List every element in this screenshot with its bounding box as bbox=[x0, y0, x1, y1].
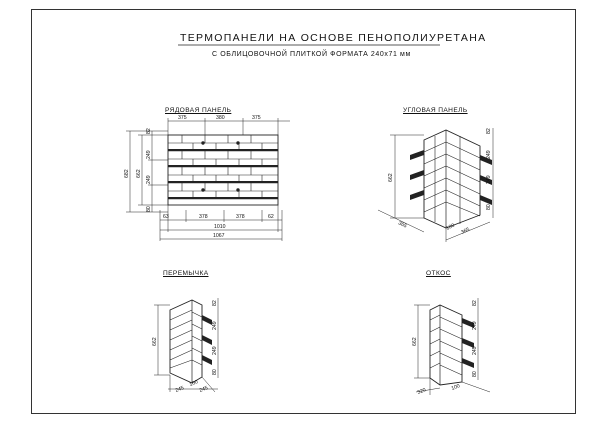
dim-bottom-c: 378 bbox=[236, 214, 245, 220]
dim-bottom-b: 378 bbox=[199, 214, 208, 220]
drawing-frame bbox=[31, 9, 576, 414]
dim-h-inner: 662 bbox=[136, 169, 142, 178]
dim-top-mid: 380 bbox=[216, 115, 225, 121]
row-panel-bricks bbox=[168, 135, 278, 200]
slope-dim-r1: 249 bbox=[472, 321, 478, 330]
dim-edge-bottom: 80 bbox=[146, 206, 152, 212]
corner-dim-r1: 249 bbox=[486, 150, 492, 159]
slope-dim-r4: 80 bbox=[472, 371, 478, 377]
slope-view bbox=[414, 298, 491, 395]
lintel-dim-r2: 249 bbox=[212, 346, 218, 355]
corner-dim-inner: 100 bbox=[445, 223, 455, 232]
corner-dim-r2: 249 bbox=[486, 175, 492, 184]
row-panel-view bbox=[126, 118, 290, 241]
dim-bottom-d: 62 bbox=[268, 214, 274, 220]
slope-dim-r2: 249 bbox=[472, 346, 478, 355]
dim-bottom-a: 63 bbox=[163, 214, 169, 220]
dim-width-total: 1067 bbox=[213, 233, 225, 239]
label-corner-panel: УГЛОВАЯ ПАНЕЛЬ bbox=[403, 107, 468, 114]
dim-h-row2: 249 bbox=[146, 175, 152, 184]
corner-dim-r3: 80 bbox=[486, 204, 492, 210]
sheet-subtitle: С ОБЛИЦОВОЧНОЙ ПЛИТКОЙ ФОРМАТА 240х71 мм bbox=[212, 51, 411, 58]
lintel-dim-height: 662 bbox=[152, 337, 158, 346]
slope-dim-r3: 82 bbox=[472, 300, 478, 306]
lintel-dim-depth-a: 245 bbox=[175, 385, 185, 394]
corner-dim-height: 662 bbox=[388, 173, 394, 182]
slope-dim-depth-a: 320 bbox=[417, 387, 427, 396]
row-panel-dim-labels: 375 380 375 63 378 378 62 1010 1067 682 … bbox=[124, 115, 274, 239]
slope-dim-labels: 662 249 249 82 80 320 100 bbox=[412, 300, 478, 396]
dim-top-left: 375 bbox=[178, 115, 187, 121]
lintel-dim-r1: 249 bbox=[212, 321, 218, 330]
lintel-dim-labels: 662 249 249 82 80 245 245 100 bbox=[152, 300, 218, 394]
sheet-title: ТЕРМОПАНЕЛИ НА ОСНОВЕ ПЕНОПОЛИУРЕТАНА bbox=[180, 32, 487, 44]
label-row-panel: РЯДОВАЯ ПАНЕЛЬ bbox=[165, 107, 232, 114]
corner-panel-view bbox=[377, 128, 494, 242]
lintel-dim-r3: 82 bbox=[212, 300, 218, 306]
label-lintel: ПЕРЕМЫЧКА bbox=[163, 270, 209, 277]
lintel-dim-depth-b: 245 bbox=[199, 385, 209, 394]
lintel-dim-r4: 80 bbox=[212, 369, 218, 375]
corner-panel-dim-labels: 662 249 249 82 80 365 365 100 bbox=[388, 128, 492, 236]
corner-dim-depth-a: 365 bbox=[397, 220, 407, 229]
corner-dim-r4: 82 bbox=[486, 128, 492, 134]
dim-h-row1: 249 bbox=[146, 150, 152, 159]
dim-h-total: 682 bbox=[124, 169, 130, 178]
dim-edge-top: 82 bbox=[146, 128, 152, 134]
slope-dim-inner: 100 bbox=[451, 383, 461, 392]
dim-top-right: 375 bbox=[252, 115, 261, 121]
label-slope: ОТКОС bbox=[426, 270, 451, 277]
corner-dim-depth-b: 365 bbox=[460, 227, 470, 236]
dim-width-inner: 1010 bbox=[214, 224, 226, 230]
lintel-view bbox=[154, 298, 219, 393]
slope-dim-height: 662 bbox=[412, 337, 418, 346]
lintel-dim-inner: 100 bbox=[189, 379, 199, 388]
